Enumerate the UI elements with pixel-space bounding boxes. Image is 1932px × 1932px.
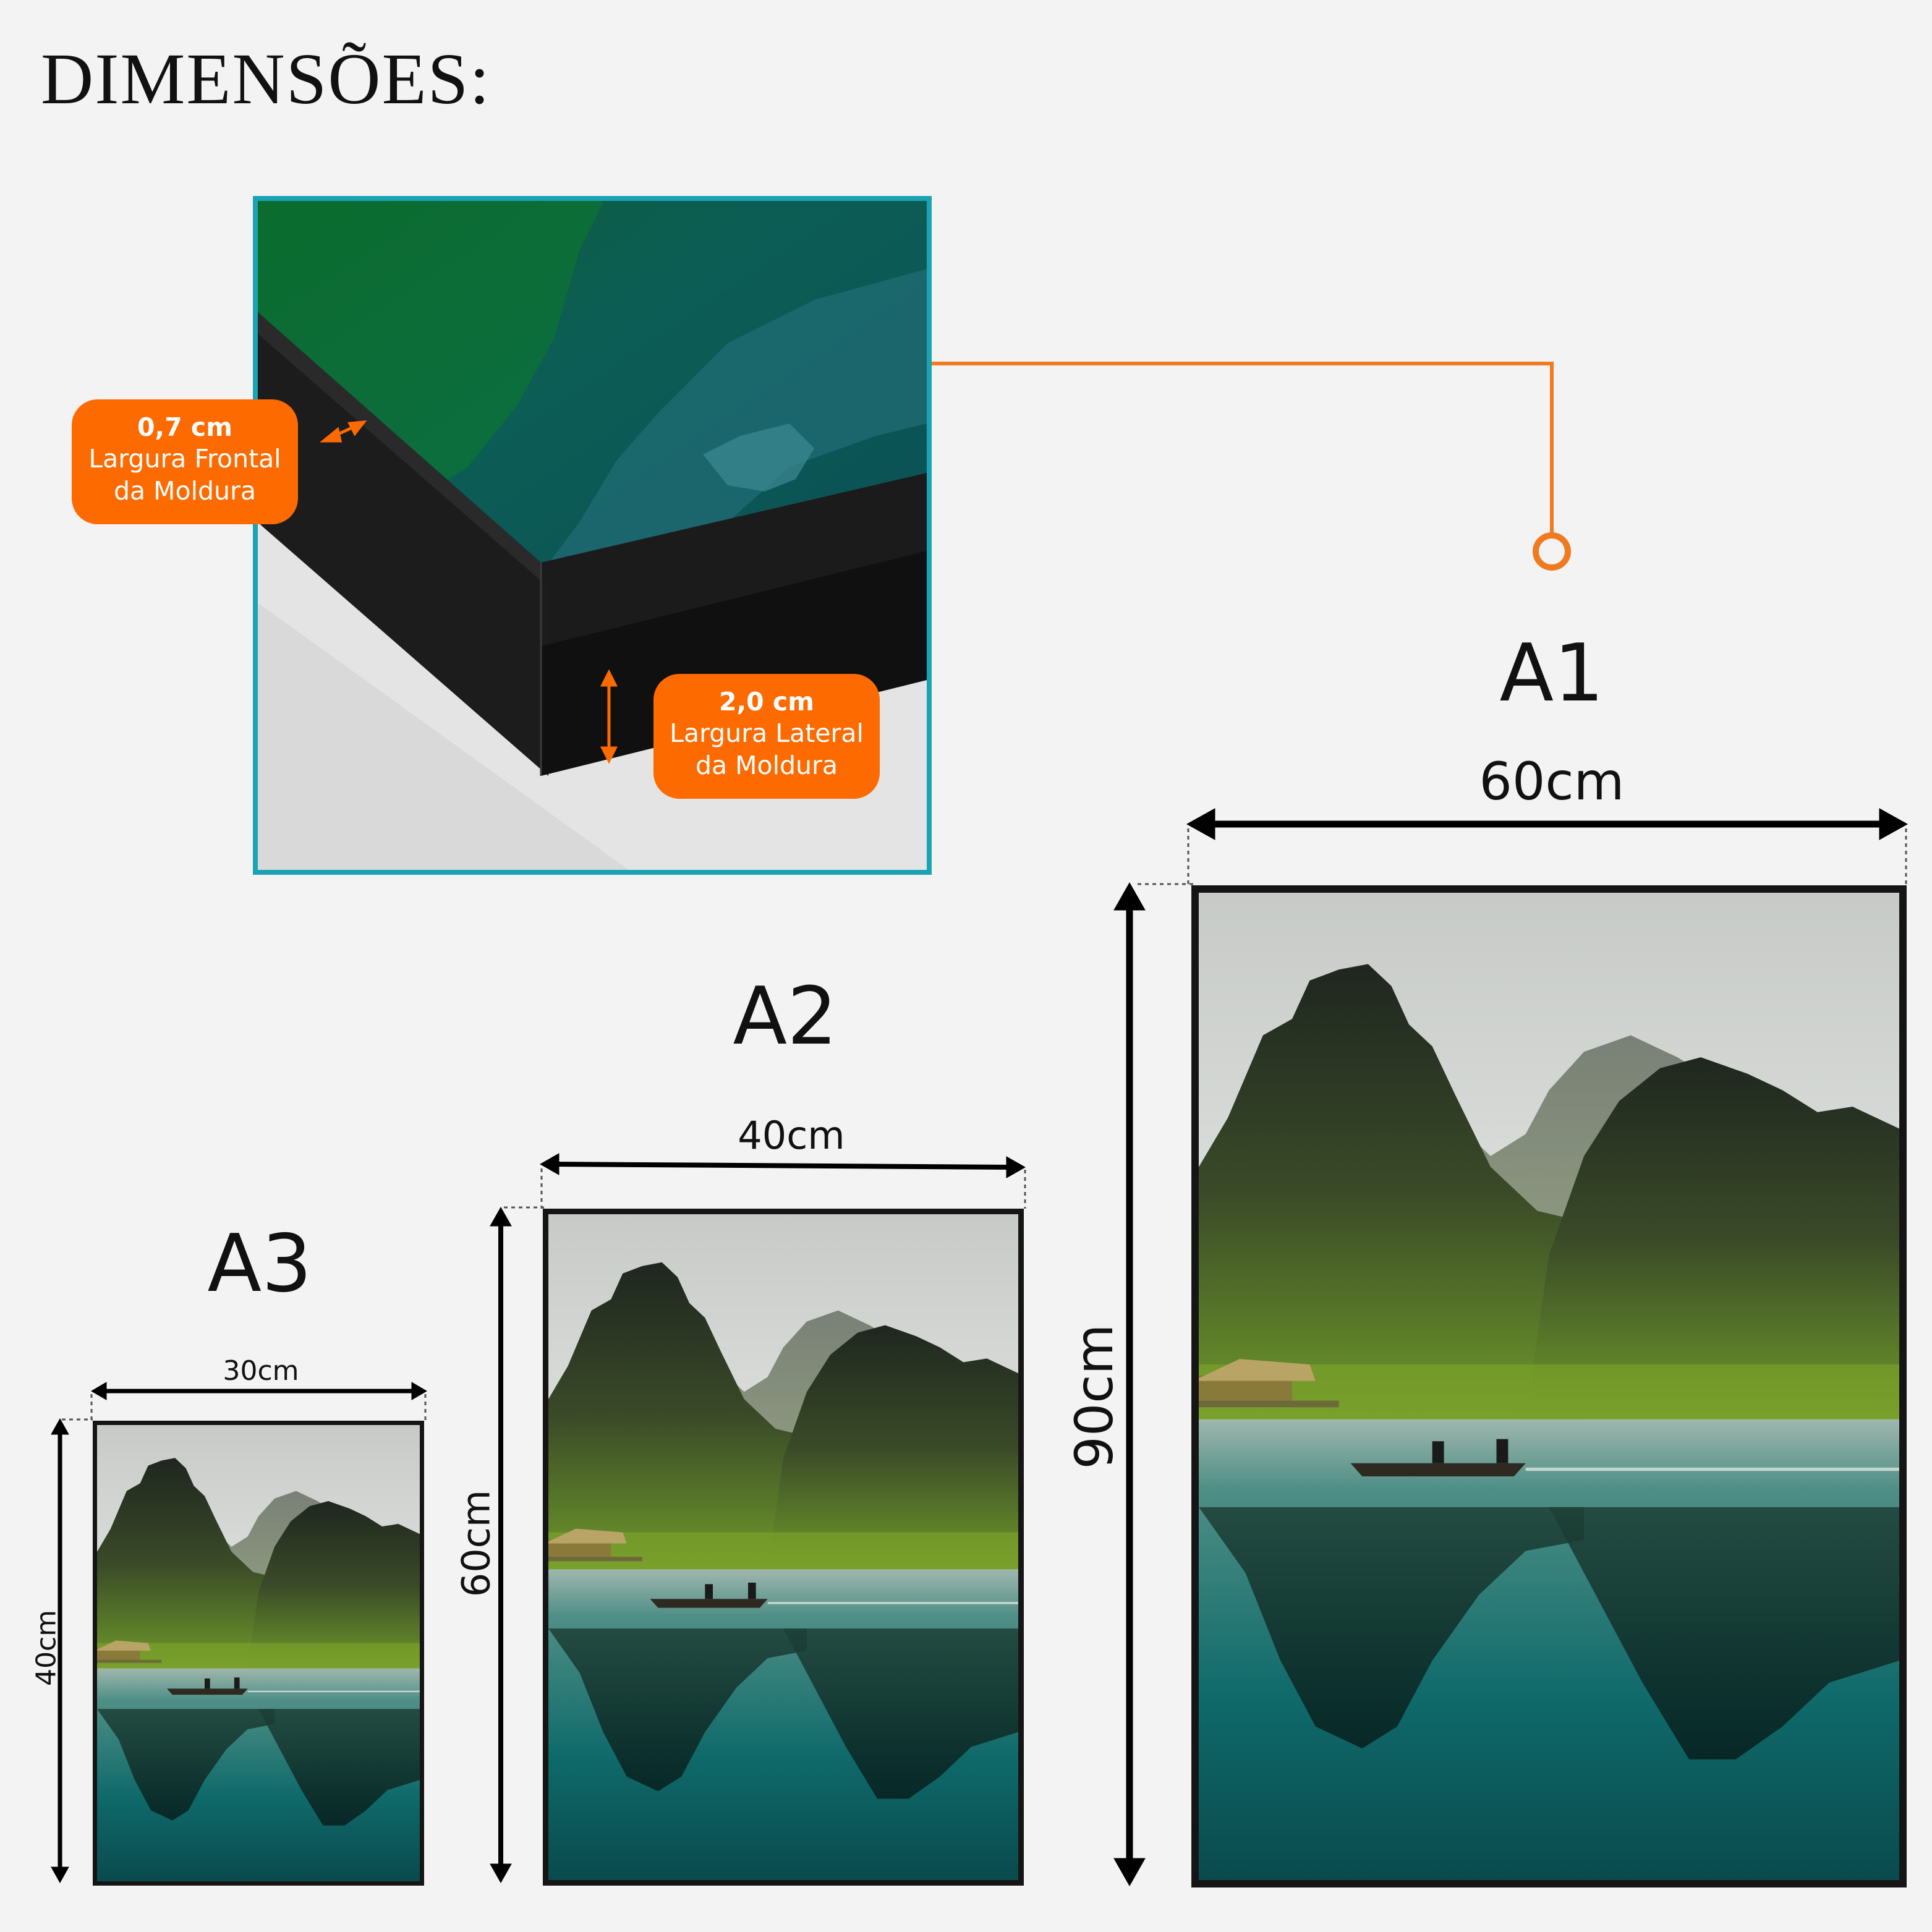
page-title: DIMENSÕES:	[41, 38, 492, 119]
size-label-a2: A2	[733, 971, 838, 1063]
side-width-label-line2: da Moldura	[695, 750, 838, 780]
connector-line	[932, 362, 1554, 538]
a3-width-label: 30cm	[223, 1355, 299, 1387]
frame-detail-image	[253, 196, 932, 875]
front-width-tag: 0,7 cm Largura Frontal da Moldura	[72, 399, 298, 524]
connector-dot	[1533, 532, 1571, 571]
a1-height-label: 90cm	[1064, 1324, 1125, 1470]
side-width-label-line1: Largura Lateral	[670, 718, 864, 749]
a1-width-label: 60cm	[1479, 751, 1625, 812]
a1-width-arrow	[1186, 808, 1909, 840]
front-width-label-line2: da Moldura	[113, 475, 257, 506]
poster-a2	[543, 1209, 1024, 1886]
size-label-a1: A1	[1499, 628, 1604, 720]
poster-a1-artwork	[1199, 893, 1899, 1880]
poster-a2-artwork	[548, 1214, 1018, 1880]
side-width-tag: 2,0 cm Largura Lateral da Moldura	[653, 674, 880, 799]
poster-a3	[93, 1421, 424, 1886]
a2-width-label: 40cm	[738, 1113, 845, 1158]
front-width-label-line1: Largura Frontal	[88, 444, 281, 474]
a3-height-label: 40cm	[30, 1609, 62, 1687]
poster-a3-artwork	[97, 1425, 420, 1881]
side-width-value: 2,0 cm	[719, 687, 814, 717]
front-width-value: 0,7 cm	[137, 412, 232, 442]
frame-corner-photo	[258, 201, 927, 870]
poster-a1	[1191, 885, 1907, 1887]
size-label-a3: A3	[207, 1218, 312, 1310]
a2-height-label: 60cm	[453, 1489, 499, 1598]
